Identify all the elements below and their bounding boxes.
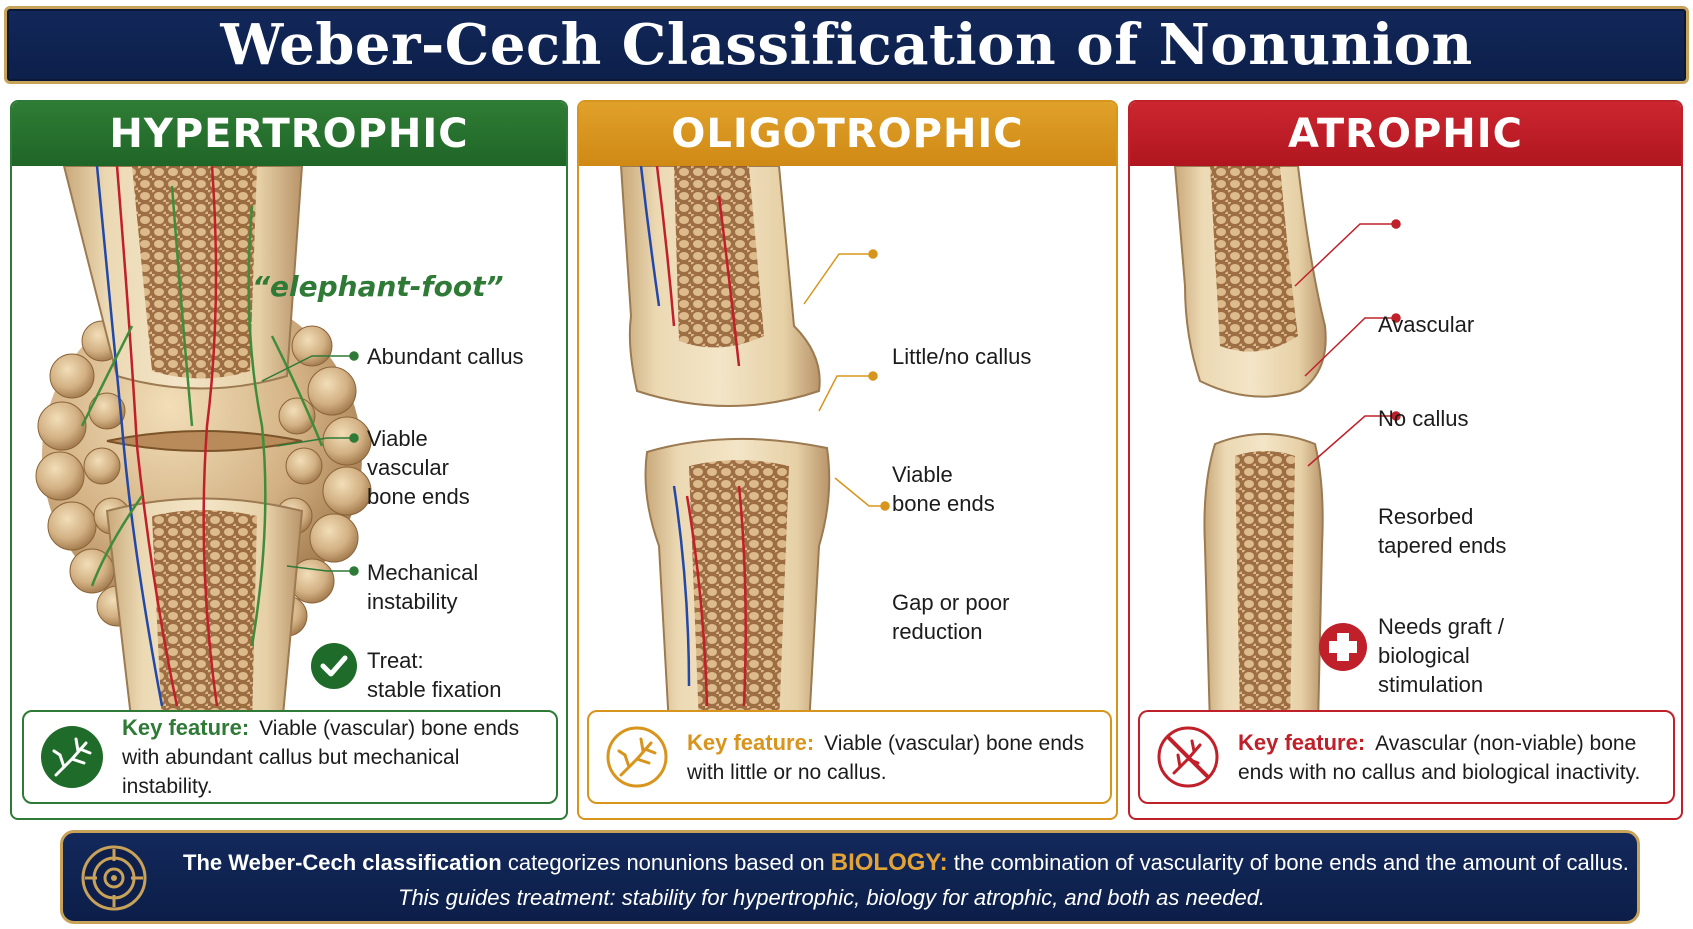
- label-abundant-callus: Abundant callus: [367, 344, 524, 369]
- summary-bar: The Weber-Cech classification categorize…: [60, 830, 1640, 924]
- target-icon: [81, 845, 147, 911]
- hypertrophic-bone-illustration: [35, 166, 372, 726]
- summary-line-1: The Weber-Cech classification categorize…: [183, 849, 1629, 877]
- key-feature-text: Viable (vascular) bone ends with little …: [687, 731, 1085, 784]
- summary-tail: the combination of vascularity of bone e…: [953, 850, 1629, 875]
- key-feature-label: Key feature:: [1238, 729, 1366, 755]
- atrophic-panel: ATROPHIC Avascular No callus Resorbed ta…: [1128, 100, 1683, 820]
- label-mechanical-instability: Mechanical instability: [367, 560, 479, 614]
- atrophic-bone-illustration: [1173, 166, 1401, 726]
- summary-highlight: BIOLOGY:: [830, 849, 948, 876]
- summary-line-2: This guides treatment: stability for hyp…: [398, 885, 1266, 910]
- vessel-branch-icon: [41, 726, 103, 788]
- no-vessel-icon: [1157, 726, 1219, 788]
- key-feature-label: Key feature:: [687, 729, 815, 755]
- hypertrophic-key-feature: Key feature:Viable (vascular) bone ends …: [22, 710, 558, 804]
- oligotrophic-panel: OLIGOTROPHIC Little/no callus Viable bon…: [577, 100, 1118, 820]
- label-no-callus: No callus: [1378, 406, 1469, 431]
- vessel-branch-icon: [606, 726, 668, 788]
- label-viable-vascular: Viable vascular bone ends: [367, 426, 470, 509]
- page-title: Weber-Cech Classification of Nonunion: [220, 12, 1473, 78]
- summary-mid: categorizes nonunions based on: [507, 850, 825, 875]
- oligotrophic-header: OLIGOTROPHIC: [579, 102, 1116, 166]
- summary-lead: The Weber-Cech classification: [183, 850, 502, 875]
- label-treat: Treat: stable fixation: [367, 648, 502, 702]
- oligotrophic-bone-illustration: [619, 166, 890, 726]
- label-avascular: Avascular: [1378, 312, 1475, 337]
- label-little-callus: Little/no callus: [892, 344, 1032, 369]
- label-resorbed-ends: Resorbed tapered ends: [1378, 504, 1507, 558]
- key-feature-label: Key feature:: [122, 715, 250, 740]
- hypertrophic-subtitle: “elephant-foot”: [252, 270, 504, 303]
- title-bar: Weber-Cech Classification of Nonunion: [4, 6, 1689, 84]
- key-feature-text: Avascular (non-viable) bone ends with no…: [1238, 731, 1641, 784]
- check-circle-icon: [311, 643, 357, 689]
- label-needs-graft: Needs graft / biological stimulation: [1378, 614, 1504, 697]
- hypertrophic-panel: HYPERTROPHIC: [10, 100, 568, 820]
- medical-cross-icon: [1319, 623, 1367, 671]
- oligotrophic-key-feature: Key feature:Viable (vascular) bone ends …: [587, 710, 1112, 804]
- label-viable-bone-ends: Viable bone ends: [892, 462, 995, 516]
- key-feature-text: Viable (vascular) bone ends with abundan…: [122, 717, 520, 798]
- label-gap-reduction: Gap or poor reduction: [892, 590, 1010, 644]
- hypertrophic-header: HYPERTROPHIC: [12, 102, 566, 166]
- atrophic-key-feature: Key feature:Avascular (non-viable) bone …: [1138, 710, 1675, 804]
- atrophic-header: ATROPHIC: [1130, 102, 1681, 166]
